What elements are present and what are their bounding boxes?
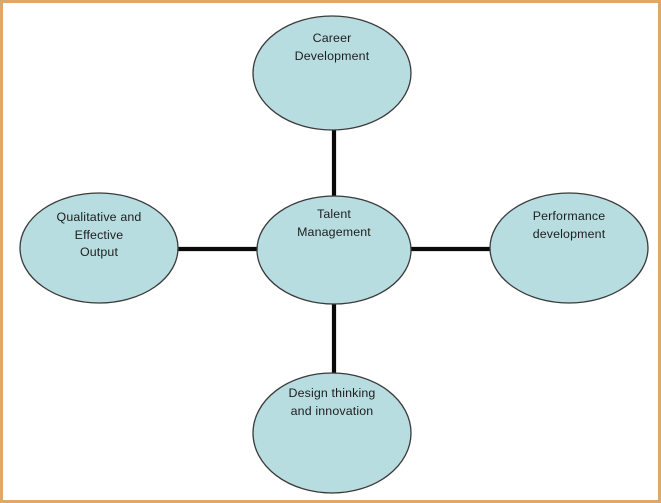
node-qualitative-and-effective-output[interactable] [19, 192, 179, 304]
node-career-development[interactable] [252, 15, 412, 131]
node-performance-development[interactable] [489, 192, 649, 304]
node-talent-management[interactable] [256, 195, 412, 305]
diagram-shapes-layer [19, 15, 649, 494]
node-design-thinking-and-innovation[interactable] [252, 372, 412, 494]
